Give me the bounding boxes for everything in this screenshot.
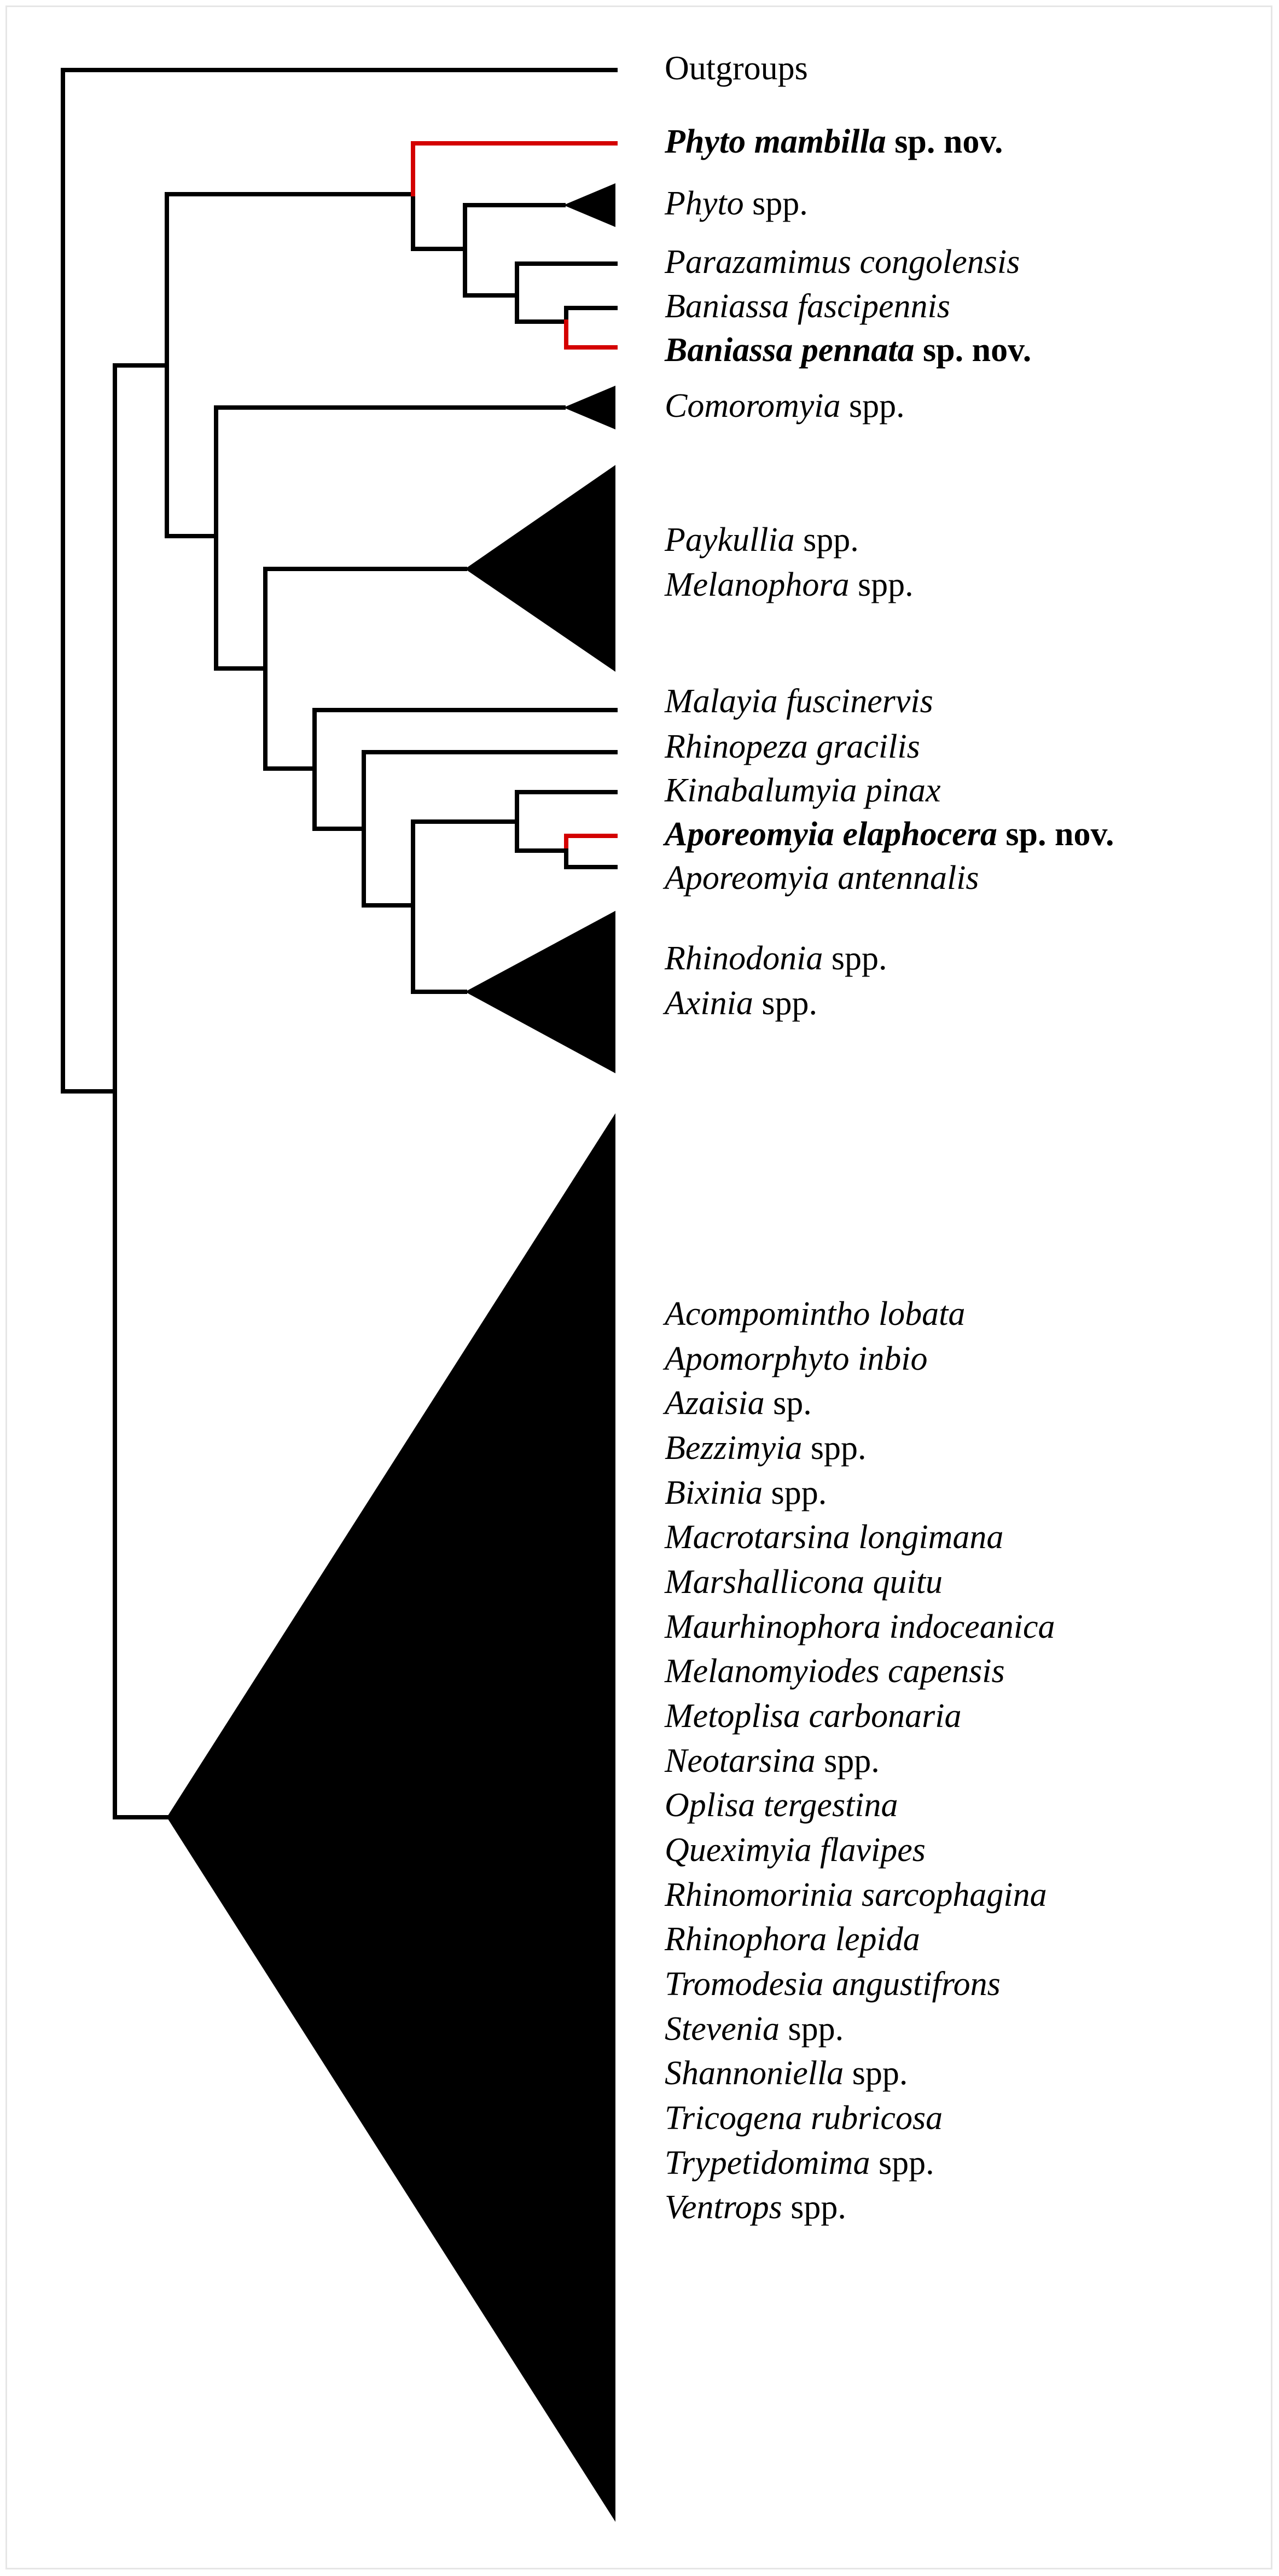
label-aporeomyia-elaphocera: Aporeomyia elaphocera sp. nov. — [665, 816, 1114, 853]
label-large-clade-member: Rhinophora lepida — [665, 1921, 920, 1958]
label-large-clade-member: Bixinia spp. — [665, 1474, 827, 1511]
label-baniassa-fascipennis: Baniassa fascipennis — [665, 288, 950, 325]
label-large-clade-member: Rhinomorinia sarcophagina — [665, 1876, 1047, 1914]
label-large-clade-member: Bezzimyia spp. — [665, 1429, 867, 1467]
label-paykullia: Paykullia spp. — [665, 521, 859, 559]
label-large-clade-member: Neotarsina spp. — [665, 1742, 880, 1780]
label-large-clade-member: Apomorphyto inbio — [665, 1340, 928, 1377]
label-melanophora: Melanophora spp. — [665, 566, 914, 603]
label-large-clade-member: Metoplisa carbonaria — [665, 1697, 962, 1735]
label-large-clade-member: Melanomyiodes capensis — [665, 1653, 1005, 1690]
label-large-clade-member: Tromodesia angustifrons — [665, 1966, 1001, 2003]
label-large-clade-member: Trypetidomima spp. — [665, 2144, 934, 2182]
label-kinabalumyia: Kinabalumyia pinax — [665, 772, 941, 809]
label-aporeomyia-antennalis: Aporeomyia antennalis — [665, 859, 979, 897]
collapsed-phyto-spp — [563, 183, 615, 227]
label-large-clade-member: Ventrops spp. — [665, 2189, 846, 2226]
branch-baniassa-pennata-new — [564, 319, 618, 350]
label-large-clade-member: Marshallicona quitu — [665, 1563, 943, 1601]
label-phyto-mambilla: Phyto mambilla sp. nov. — [665, 123, 1003, 160]
label-outgroups: Outgroups — [665, 50, 808, 87]
label-large-clade-member: Tricogena rubricosa — [665, 2100, 943, 2137]
label-rhinodonia: Rhinodonia spp. — [665, 940, 887, 977]
collapsed-large-clade — [167, 1113, 615, 2522]
branch-aporeomyia-elaphocera-new — [564, 834, 618, 853]
label-large-clade-member: Stevenia spp. — [665, 2010, 844, 2048]
label-large-clade-member: Azaisia sp. — [665, 1385, 812, 1422]
collapsed-comoromyia — [563, 386, 615, 429]
label-baniassa-pennata: Baniassa pennata sp. nov. — [665, 332, 1032, 369]
label-phyto-spp: Phyto spp. — [665, 185, 808, 222]
label-large-clade-member: Maurhinophora indoceanica — [665, 1608, 1055, 1645]
label-rhinopeza: Rhinopeza gracilis — [665, 728, 920, 765]
label-large-clade-member: Acompomintho lobata — [665, 1295, 966, 1333]
label-malayia: Malayia fuscinervis — [665, 683, 933, 720]
branch-phyto-mambilla-new — [411, 141, 618, 196]
label-large-clade-member: Oplisa tergestina — [665, 1787, 898, 1824]
label-comoromyia: Comoromyia spp. — [665, 387, 905, 425]
label-parazamimus: Parazamimus congolensis — [665, 243, 1020, 281]
label-large-clade-member: Queximyia flavipes — [665, 1831, 926, 1869]
label-large-clade-member: Shannoniella spp. — [665, 2055, 908, 2092]
collapsed-paykullia-melanophora — [465, 465, 615, 672]
label-axinia: Axinia spp. — [665, 985, 817, 1022]
label-large-clade-member: Macrotarsina longimana — [665, 1519, 1004, 1556]
branch-aporeomyia-antennalis — [564, 848, 618, 869]
collapsed-rhinodonia-axinia — [465, 911, 615, 1073]
